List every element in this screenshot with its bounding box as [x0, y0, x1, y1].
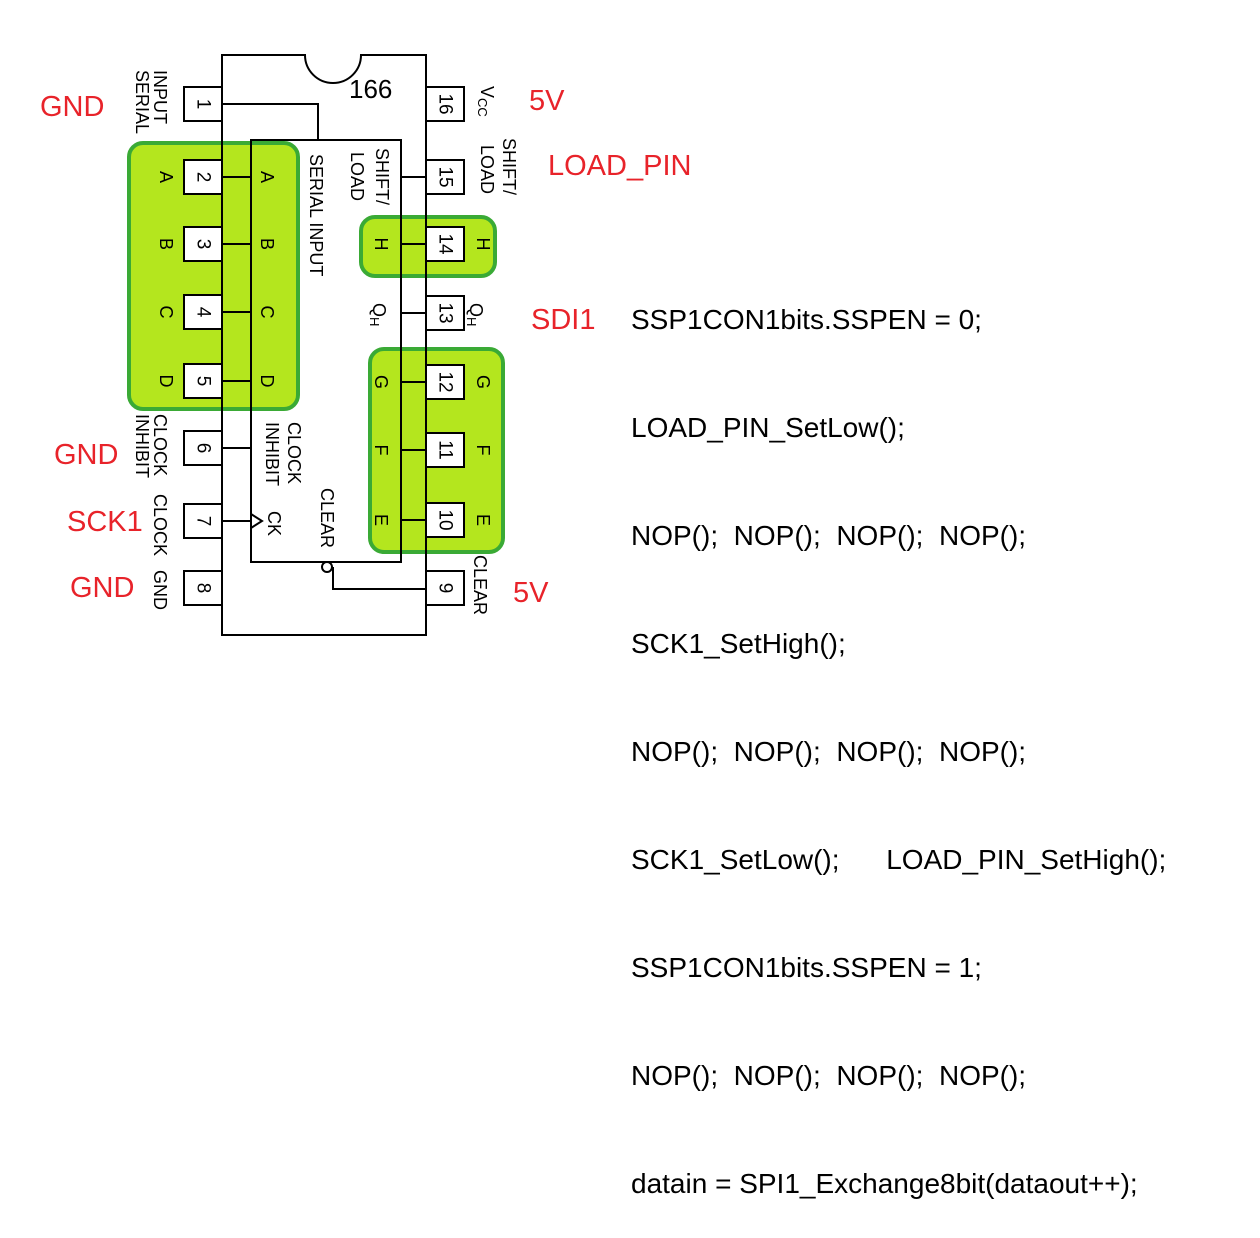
- pin-16-name: VCC: [476, 86, 498, 117]
- code-line: NOP(); NOP(); NOP(); NOP();: [631, 736, 1027, 767]
- pin-6-name-line2: CLOCK: [150, 414, 170, 476]
- net-label-pin15-load-pin: LOAD_PIN: [548, 150, 692, 182]
- code-line: SSP1CON1bits.SSPEN = 1;: [631, 952, 982, 983]
- code-line: SCK1_SetHigh();: [631, 628, 846, 659]
- code-line: NOP(); NOP(); NOP(); NOP();: [631, 520, 1027, 551]
- clear-inversion-bubble: [321, 561, 333, 573]
- internal-qh: QH: [368, 303, 390, 326]
- pin-13-name: QH: [465, 303, 487, 326]
- pin-2-box: [183, 159, 223, 195]
- pin-2-number: 2: [193, 172, 214, 183]
- net-label-pin16-5v: 5V: [529, 85, 565, 117]
- internal-g: G: [371, 375, 391, 389]
- pin-12-number: 12: [435, 371, 456, 392]
- net-label-pin1-gnd: GND: [40, 91, 105, 123]
- code-line: NOP(); NOP(); NOP(); NOP();: [631, 1060, 1027, 1091]
- pin-9-name: CLEAR: [470, 555, 490, 615]
- pin-8-number: 8: [193, 583, 214, 594]
- internal-f: F: [371, 445, 391, 456]
- internal-h: H: [371, 238, 391, 251]
- pin-12-name: G: [473, 375, 493, 389]
- pin-1-number: 1: [193, 99, 214, 110]
- internal-clock-line1: CLOCK: [284, 422, 304, 484]
- pin-7-number: 7: [193, 516, 214, 527]
- pin-13-number: 13: [435, 302, 456, 323]
- pin-16-number: 16: [435, 93, 456, 114]
- pin-6-name-line1: INHIBIT: [132, 414, 152, 478]
- pin-7-box: [183, 503, 223, 539]
- pin-5-box: [183, 363, 223, 399]
- pin-5-number: 5: [193, 376, 214, 387]
- pin-1-name-line2: INPUT: [150, 70, 170, 124]
- internal-serial-input: SERIAL INPUT: [306, 154, 326, 276]
- net-label-pin6-gnd: GND: [54, 439, 119, 471]
- internal-shift-line1: SHIFT/: [372, 148, 392, 205]
- pin-2-name: A: [156, 171, 176, 183]
- net-label-pin7-sck1: SCK1: [67, 506, 143, 538]
- pin-11-number: 11: [435, 440, 456, 460]
- pin-7-name: CLOCK: [150, 494, 170, 556]
- pin-3-name: B: [156, 238, 176, 250]
- pin-15-box: [425, 159, 465, 195]
- pin-6-number: 6: [193, 443, 214, 454]
- pin-4-number: 4: [193, 307, 214, 318]
- pin-12-box: [425, 364, 465, 400]
- pin-8-name: GND: [150, 570, 170, 610]
- internal-clear: CLEAR: [317, 488, 337, 548]
- code-line: datain = SPI1_Exchange8bit(dataout++);: [631, 1168, 1138, 1199]
- pin-13-box: [425, 295, 465, 331]
- internal-ck: CK: [264, 511, 284, 536]
- pin-11-name: F: [473, 445, 493, 456]
- pin-6-box: [183, 430, 223, 466]
- pin-15-name-line2: LOAD: [477, 145, 497, 194]
- internal-a: A: [257, 171, 277, 183]
- code-line: SCK1_SetLow(); LOAD_PIN_SetHigh();: [631, 844, 1167, 875]
- pin-10-number: 10: [435, 509, 456, 530]
- net-label-pin8-gnd: GND: [70, 572, 135, 604]
- pin-16-box: [425, 86, 465, 122]
- pin-1-box: [183, 86, 223, 122]
- internal-c: C: [257, 306, 277, 319]
- pin-9-box: [425, 570, 465, 606]
- pin-5-name: D: [156, 375, 176, 388]
- pin-9-number: 9: [435, 583, 456, 594]
- clock-input-triangle: [250, 513, 264, 529]
- pin-1-name-line1: SERIAL: [132, 70, 152, 134]
- pin-14-name: H: [473, 238, 493, 251]
- code-line: SSP1CON1bits.SSPEN = 0;: [631, 304, 982, 335]
- highlight-inputs-a-d: [127, 141, 300, 411]
- net-label-pin13-sdi1: SDI1: [531, 304, 596, 336]
- pin-10-name: E: [473, 514, 493, 526]
- pin-4-name: C: [156, 306, 176, 319]
- internal-d: D: [257, 375, 277, 388]
- internal-shift-line2: LOAD: [347, 152, 367, 201]
- code-line: LOAD_PIN_SetLow();: [631, 412, 905, 443]
- pin-15-number: 15: [435, 166, 456, 187]
- pin-14-box: [425, 226, 465, 262]
- pin-3-box: [183, 226, 223, 262]
- internal-e: E: [371, 514, 391, 526]
- pin-3-number: 3: [193, 239, 214, 250]
- internal-wiring: [222, 103, 426, 590]
- chip-part-number: 166: [349, 74, 392, 104]
- pin-15-name-line1: SHIFT/: [499, 138, 519, 195]
- pin-4-box: [183, 294, 223, 330]
- internal-clock-line2: INHIBIT: [262, 422, 282, 486]
- ic-166-pinout-diagram: 1 2 3 4 5 6 7 8 16 15 14 13 12 11 10 9 1…: [127, 54, 519, 636]
- pin-11-box: [425, 432, 465, 468]
- ic-package-outline: [221, 54, 427, 636]
- pin-10-box: [425, 502, 465, 538]
- pin-14-number: 14: [435, 233, 456, 255]
- pin-8-box: [183, 570, 223, 606]
- net-label-pin9-5v: 5V: [513, 577, 549, 609]
- internal-b: B: [257, 238, 277, 250]
- code-listing: SSP1CON1bits.SSPEN = 0; LOAD_PIN_SetLow(…: [631, 230, 1166, 1238]
